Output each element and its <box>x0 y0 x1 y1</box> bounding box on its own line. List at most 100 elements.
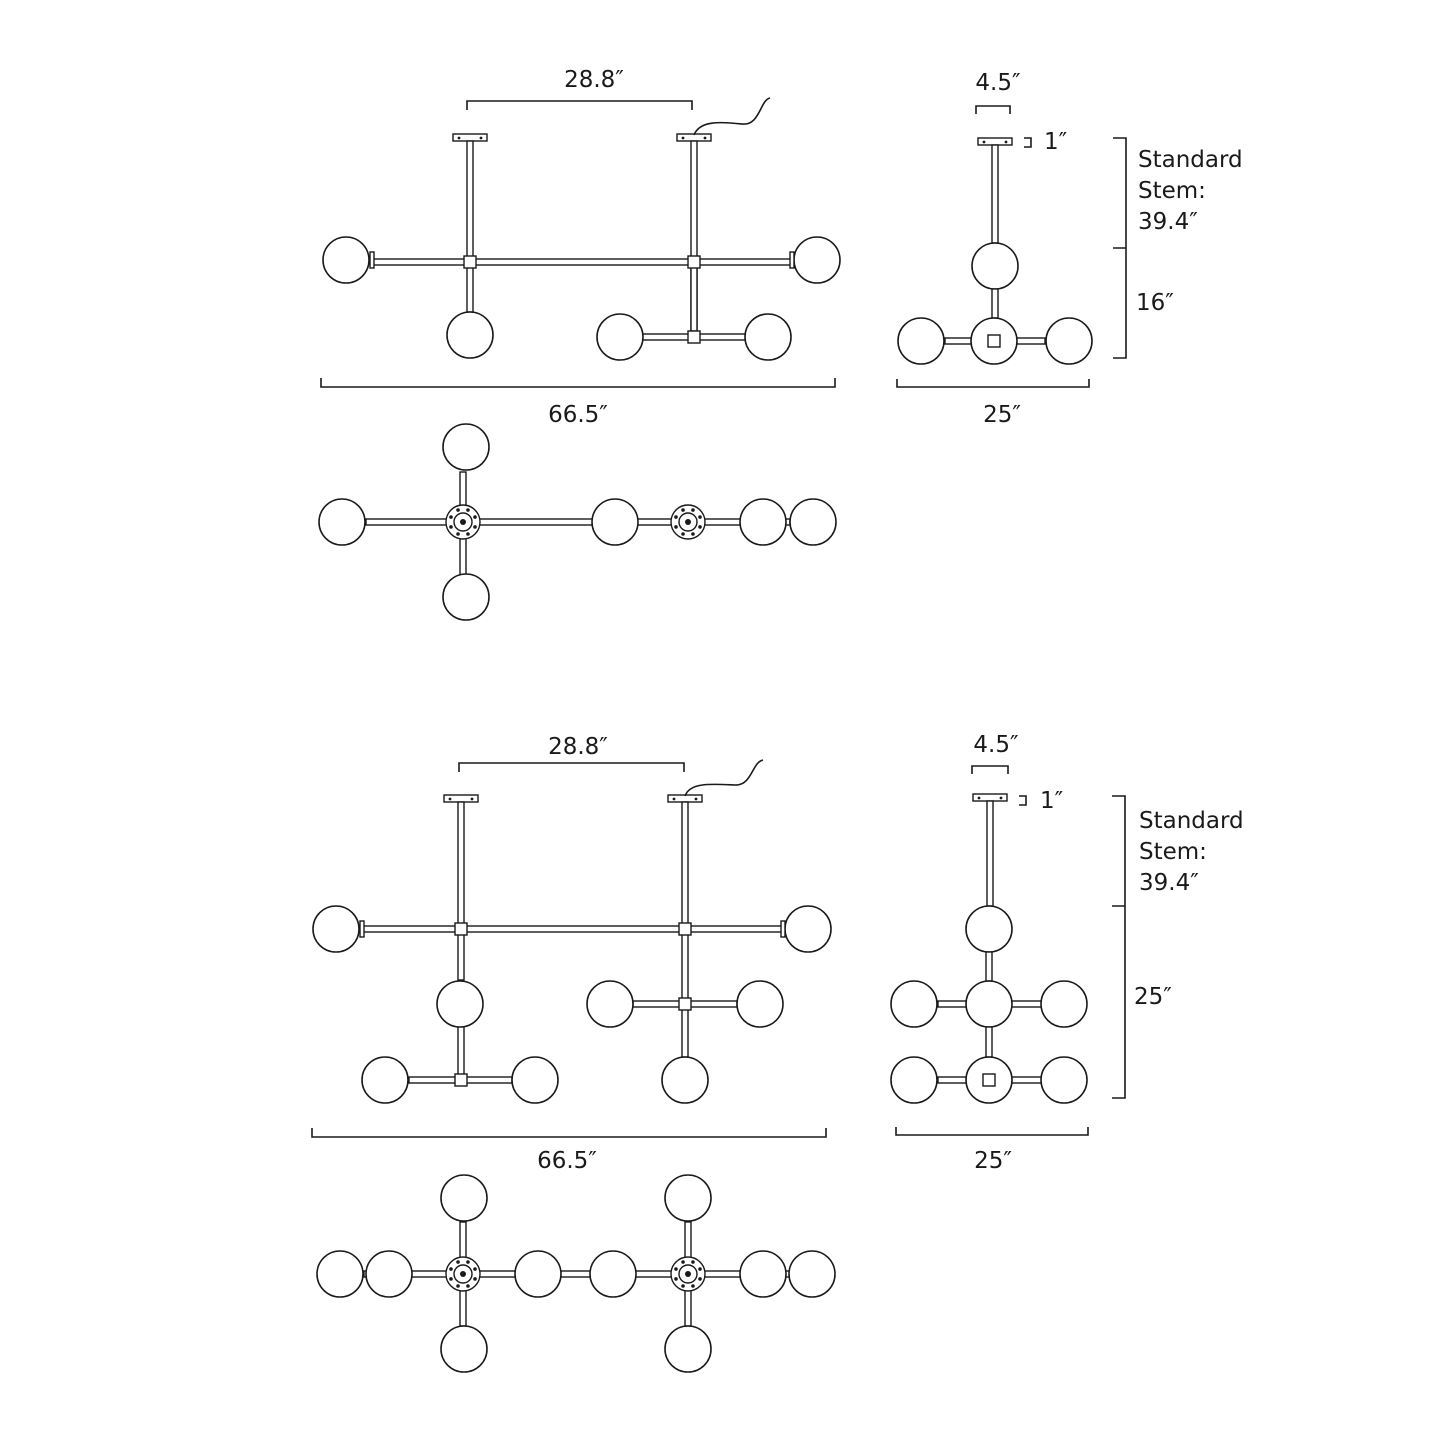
globe-bulb <box>897 317 945 365</box>
hub-bolt <box>449 515 453 519</box>
globe-bulb <box>442 423 490 471</box>
globe-bulb <box>661 1056 709 1104</box>
globe-bulb <box>744 313 792 361</box>
hub-center <box>685 1271 691 1277</box>
globe-bulb <box>784 905 832 953</box>
hub-center <box>460 519 466 525</box>
top-canopy-line <box>975 105 1011 114</box>
globe-bulb <box>736 980 784 1028</box>
canopy-screw <box>672 797 676 801</box>
top-side-width-label: 25″ <box>983 402 1021 428</box>
canopy-screw <box>448 797 452 801</box>
globe-bulb <box>312 905 360 953</box>
bottom-height-bracket <box>1112 795 1126 1099</box>
canopy-screw <box>982 140 986 144</box>
stem <box>681 928 689 1058</box>
hub-bolt <box>698 1277 702 1281</box>
stem <box>690 261 698 332</box>
socket <box>359 920 365 938</box>
hub-bolt <box>449 1277 453 1281</box>
globe-bulb <box>514 1250 562 1298</box>
globe-bulb <box>318 498 366 546</box>
top-body-height-label: 16″ <box>1136 290 1174 316</box>
power-cord <box>684 759 764 797</box>
globe-bulb <box>890 980 938 1028</box>
joint <box>687 255 701 269</box>
globe-bulb <box>440 1174 488 1222</box>
globe-bulb <box>1045 317 1093 365</box>
hub-bolt <box>473 515 477 519</box>
socket <box>789 251 795 269</box>
hub-bolt <box>456 1260 460 1264</box>
globe-bulb <box>589 1250 637 1298</box>
hub-center <box>460 1271 466 1277</box>
hub-bolt <box>698 1267 702 1271</box>
globe-bulb <box>436 980 484 1028</box>
globe-bulb <box>890 1056 938 1104</box>
stem <box>457 928 465 981</box>
arm <box>359 925 786 933</box>
hub-bolt <box>473 1277 477 1281</box>
hub-bolt <box>456 1284 460 1288</box>
globe-bulb <box>322 236 370 284</box>
hub-bolt <box>698 525 702 529</box>
canopy-screw <box>1004 140 1008 144</box>
hub-bolt <box>681 508 685 512</box>
bottom-stem-spacing-line <box>458 762 685 772</box>
bottom-side-width-line <box>895 1127 1089 1136</box>
globe-bulb <box>971 242 1019 290</box>
bottom-body-height-label: 25″ <box>1134 984 1172 1010</box>
globe-bulb <box>965 980 1013 1028</box>
bottom-side-width-label: 25″ <box>974 1148 1012 1174</box>
top-side-dimensions: 4.5″ 1″ Standard Stem: 39.4″ 16″ 25″ <box>896 70 1243 428</box>
bottom-canopy-height-label: 1″ <box>1040 788 1064 814</box>
globe-bulb <box>788 1250 836 1298</box>
hub-center <box>685 519 691 525</box>
stem <box>985 951 993 982</box>
globe-bulb <box>664 1325 712 1373</box>
hub-bolt <box>449 525 453 529</box>
stem <box>457 801 465 930</box>
bottom-stem-label-1: Standard <box>1139 808 1244 834</box>
hub-bolt <box>456 532 460 536</box>
canopy-screw <box>977 796 981 800</box>
globe-bulb <box>591 498 639 546</box>
bottom-width-label: 66.5″ <box>537 1148 597 1174</box>
canopy-screw <box>681 136 685 140</box>
top-width-label: 66.5″ <box>548 402 608 428</box>
stem <box>985 1026 993 1058</box>
joint <box>454 1073 468 1087</box>
hub-bolt <box>466 532 470 536</box>
hub-bolt <box>473 525 477 529</box>
globe-bulb <box>793 236 841 284</box>
joint <box>463 255 477 269</box>
arm <box>365 518 791 526</box>
stem <box>457 1025 465 1081</box>
top-stem-label-2: Stem: <box>1138 178 1206 204</box>
top-stem-spacing-label: 28.8″ <box>564 67 624 93</box>
stem <box>681 801 689 930</box>
globe-bulb <box>1040 980 1088 1028</box>
globe-bulb <box>965 905 1013 953</box>
bottom-stem-label-2: Stem: <box>1139 839 1207 865</box>
hub-bolt <box>691 508 695 512</box>
globe-bulb <box>596 313 644 361</box>
hub-bolt <box>691 1260 695 1264</box>
globe-bulb <box>440 1325 488 1373</box>
hub-bolt <box>681 1260 685 1264</box>
hub-bolt <box>466 1260 470 1264</box>
hub-bolt <box>674 1267 678 1271</box>
top-canopy-height-line <box>1024 137 1032 148</box>
top-front-dimensions: 28.8″ 66.5″ <box>320 67 836 428</box>
stem <box>991 288 999 319</box>
canopy-screw <box>694 797 698 801</box>
globe-bulb <box>361 1056 409 1104</box>
hub-bolt <box>691 532 695 536</box>
joint <box>678 922 692 936</box>
hub-bolt <box>466 1284 470 1288</box>
hub-bolt <box>456 508 460 512</box>
hub-bolt <box>681 532 685 536</box>
bottom-canopy-label: 4.5″ <box>973 732 1019 758</box>
